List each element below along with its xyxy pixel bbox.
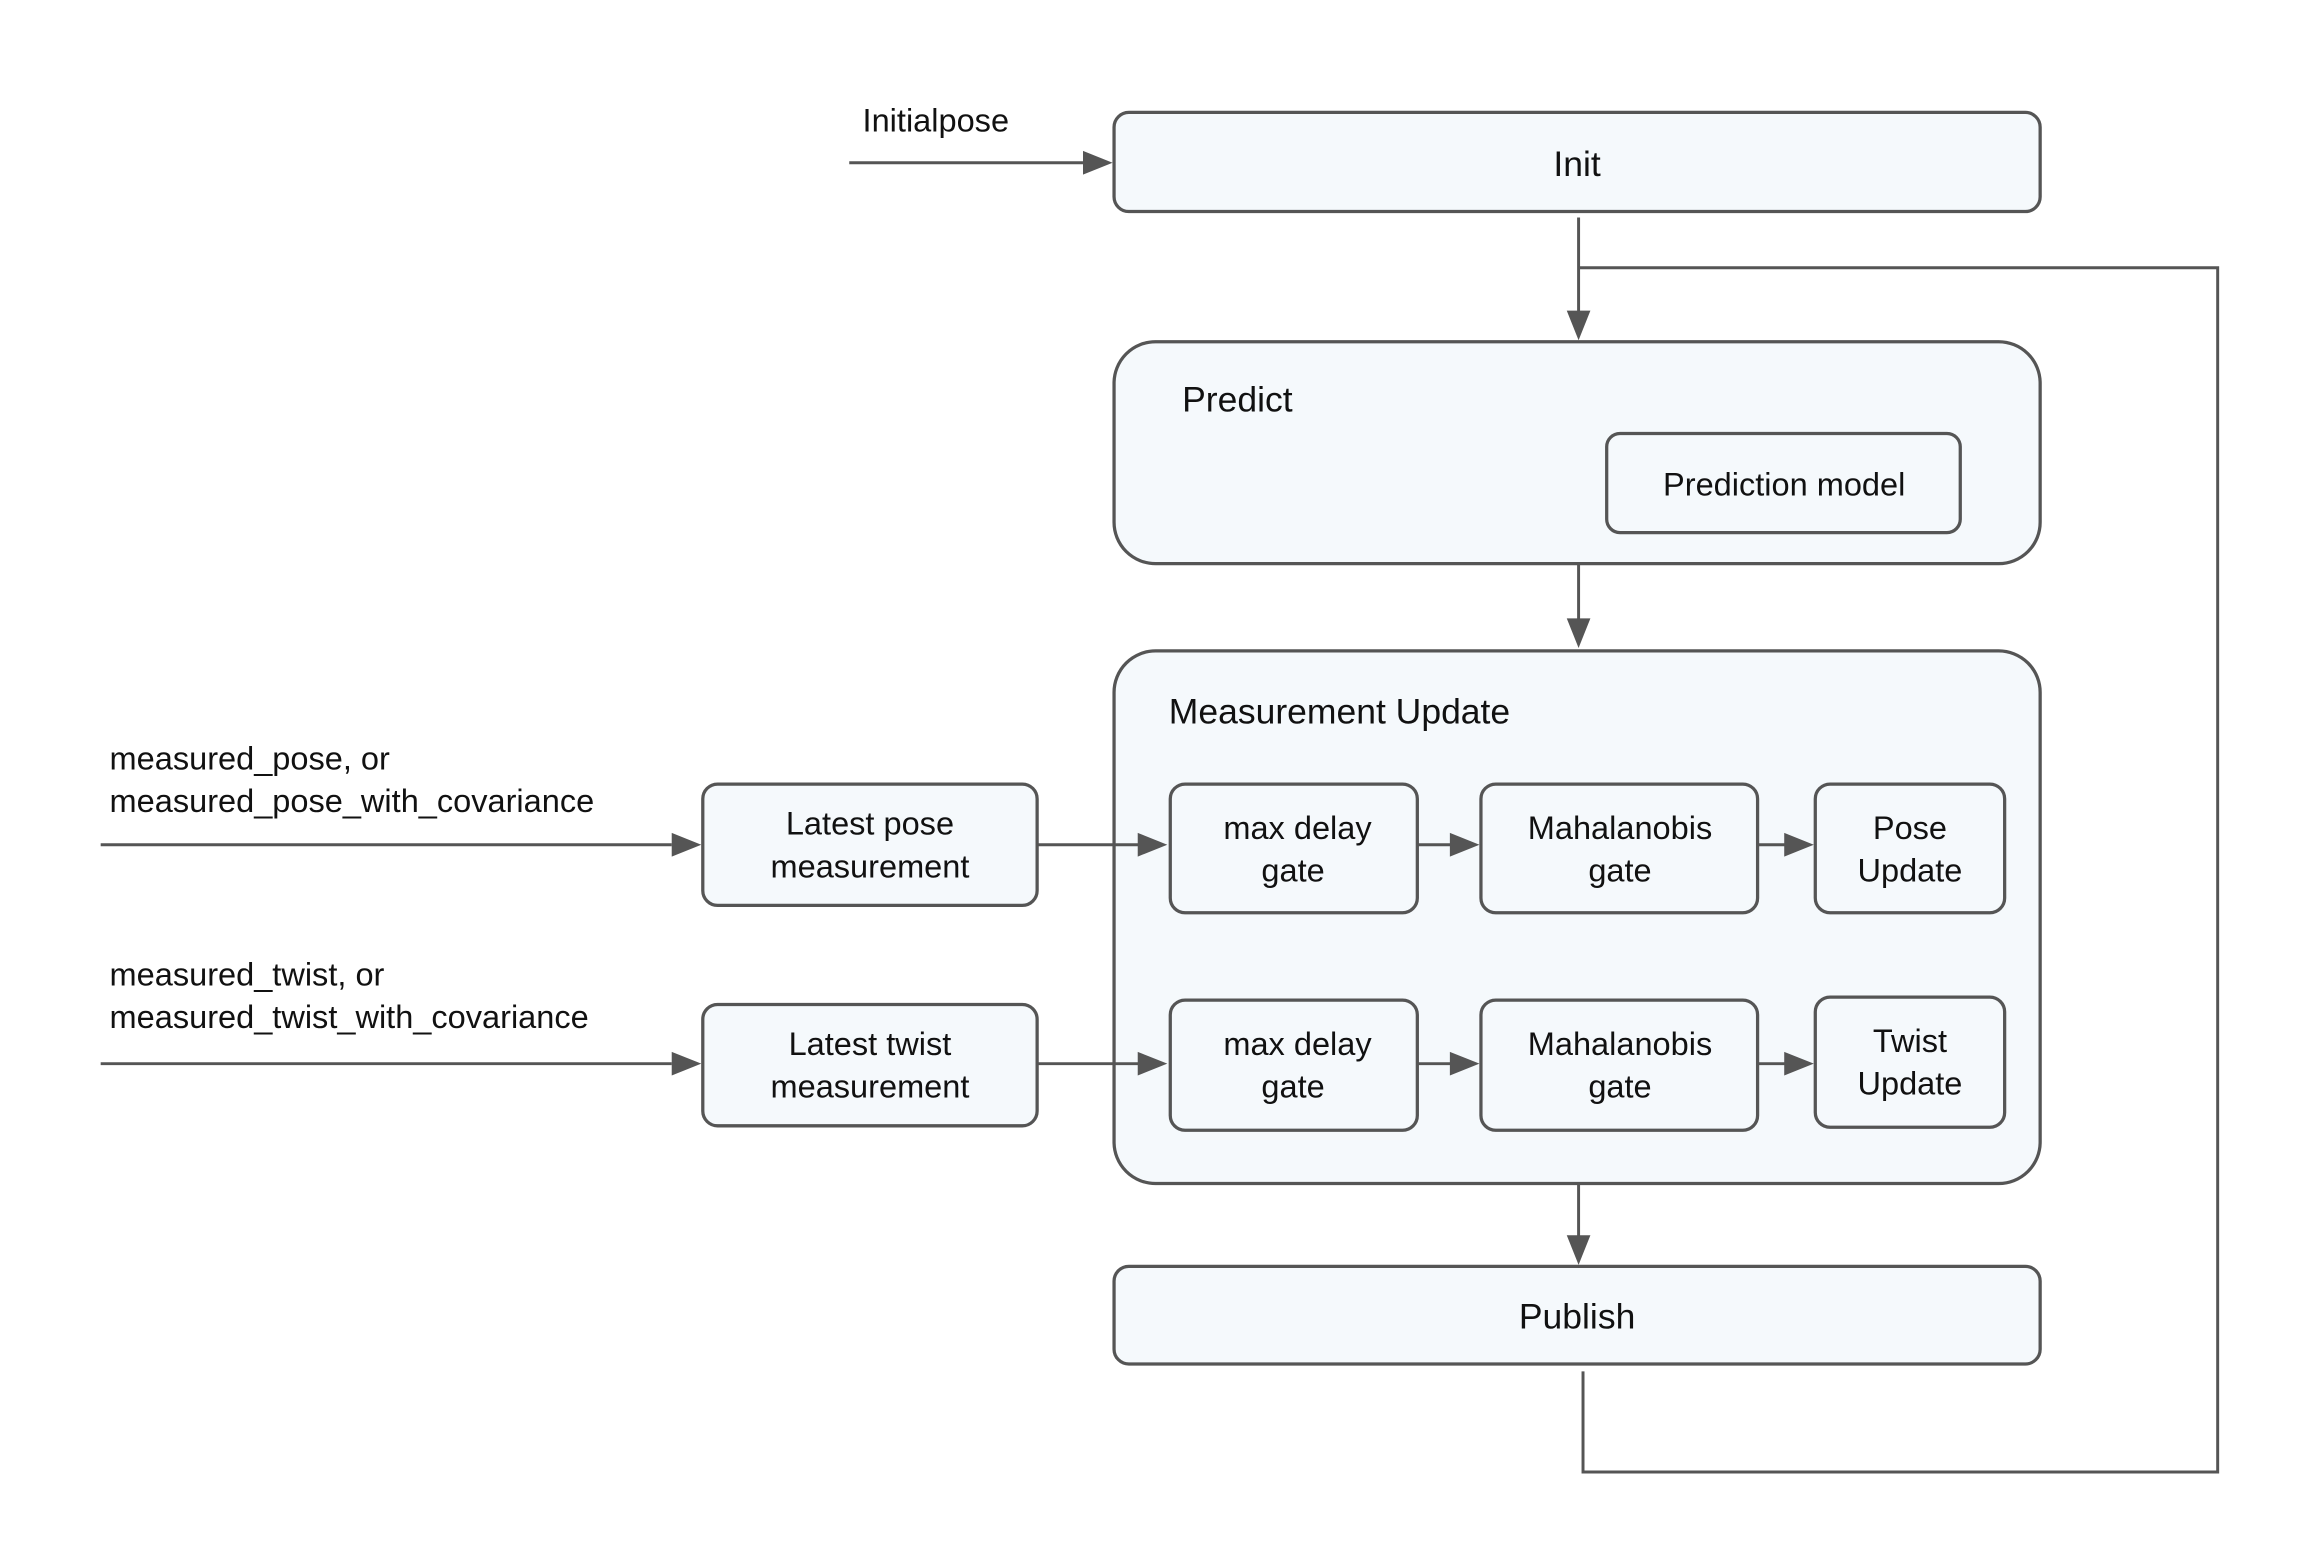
twist-mahalanobis-label-1: Mahalanobis: [1528, 1026, 1712, 1062]
twist-update-label-2: Update: [1858, 1066, 1963, 1102]
measurement-update-label: Measurement Update: [1169, 691, 1510, 731]
initialpose-label: Initialpose: [863, 103, 1010, 139]
arrowhead-icon: [671, 1051, 702, 1076]
arrowhead-icon: [1566, 618, 1591, 648]
twist-update-label-1: Twist: [1873, 1023, 1947, 1059]
arrowhead-icon: [1566, 310, 1591, 341]
twist-delay-gate-label-1: max delay: [1223, 1026, 1372, 1062]
pose-delay-gate-node: max delay gate: [1168, 782, 1419, 915]
predict-label: Predict: [1182, 379, 1293, 419]
pose-update-label-1: Pose: [1873, 810, 1947, 846]
latest-twist-label-1: Latest twist: [789, 1026, 952, 1062]
pose-mahalanobis-label-2: gate: [1588, 853, 1651, 889]
loop-back-line: [1578, 266, 2220, 1474]
pose-delay-gate-label-1: max delay: [1223, 810, 1372, 846]
twist-mahalanobis-label-2: gate: [1588, 1069, 1651, 1105]
prediction-model-label: Prediction model: [1663, 467, 1905, 503]
arrowhead-icon: [1449, 832, 1480, 857]
publish-node: Publish: [1112, 1264, 2042, 1366]
predict-node: Predict Prediction model: [1112, 340, 2042, 566]
pose-mahalanobis-label-1: Mahalanobis: [1528, 810, 1712, 846]
pose-input-label-1: measured_pose, or: [110, 740, 390, 776]
pose-input-label-2: measured_pose_with_covariance: [110, 783, 595, 819]
pose-delay-gate-label-2: gate: [1261, 853, 1324, 889]
arrowhead-icon: [1082, 150, 1113, 175]
latest-pose-label-2: measurement: [771, 848, 970, 884]
publish-label: Publish: [1519, 1296, 1635, 1336]
twist-delay-gate-node: max delay gate: [1168, 998, 1419, 1132]
arrowhead-icon: [671, 832, 702, 857]
arrowhead-icon: [1784, 832, 1814, 857]
arrowhead-icon: [1566, 1235, 1591, 1265]
arrowhead-icon: [1137, 1051, 1168, 1076]
twist-input-label-1: measured_twist, or: [110, 956, 385, 992]
init-node: Init: [1112, 110, 2042, 214]
init-label: Init: [1553, 144, 1600, 184]
pose-update-node: Pose Update: [1813, 782, 2007, 915]
twist-update-node: Twist Update: [1813, 995, 2007, 1129]
twist-delay-gate-label-2: gate: [1261, 1069, 1324, 1105]
latest-twist-label-2: measurement: [771, 1069, 970, 1105]
twist-input-label-2: measured_twist_with_covariance: [110, 999, 589, 1035]
prediction-model-node: [1605, 431, 1962, 535]
pose-update-label-2: Update: [1858, 853, 1963, 889]
twist-mahalanobis-gate-node: Mahalanobis gate: [1479, 998, 1760, 1132]
latest-pose-node: Latest pose measurement: [701, 782, 1039, 908]
arrowhead-icon: [1449, 1051, 1480, 1076]
latest-pose-label-1: Latest pose: [786, 805, 954, 841]
latest-twist-node: Latest twist measurement: [701, 1002, 1039, 1128]
pose-mahalanobis-gate-node: Mahalanobis gate: [1479, 782, 1760, 915]
arrowhead-icon: [1784, 1051, 1814, 1076]
arrowhead-icon: [1137, 832, 1168, 857]
